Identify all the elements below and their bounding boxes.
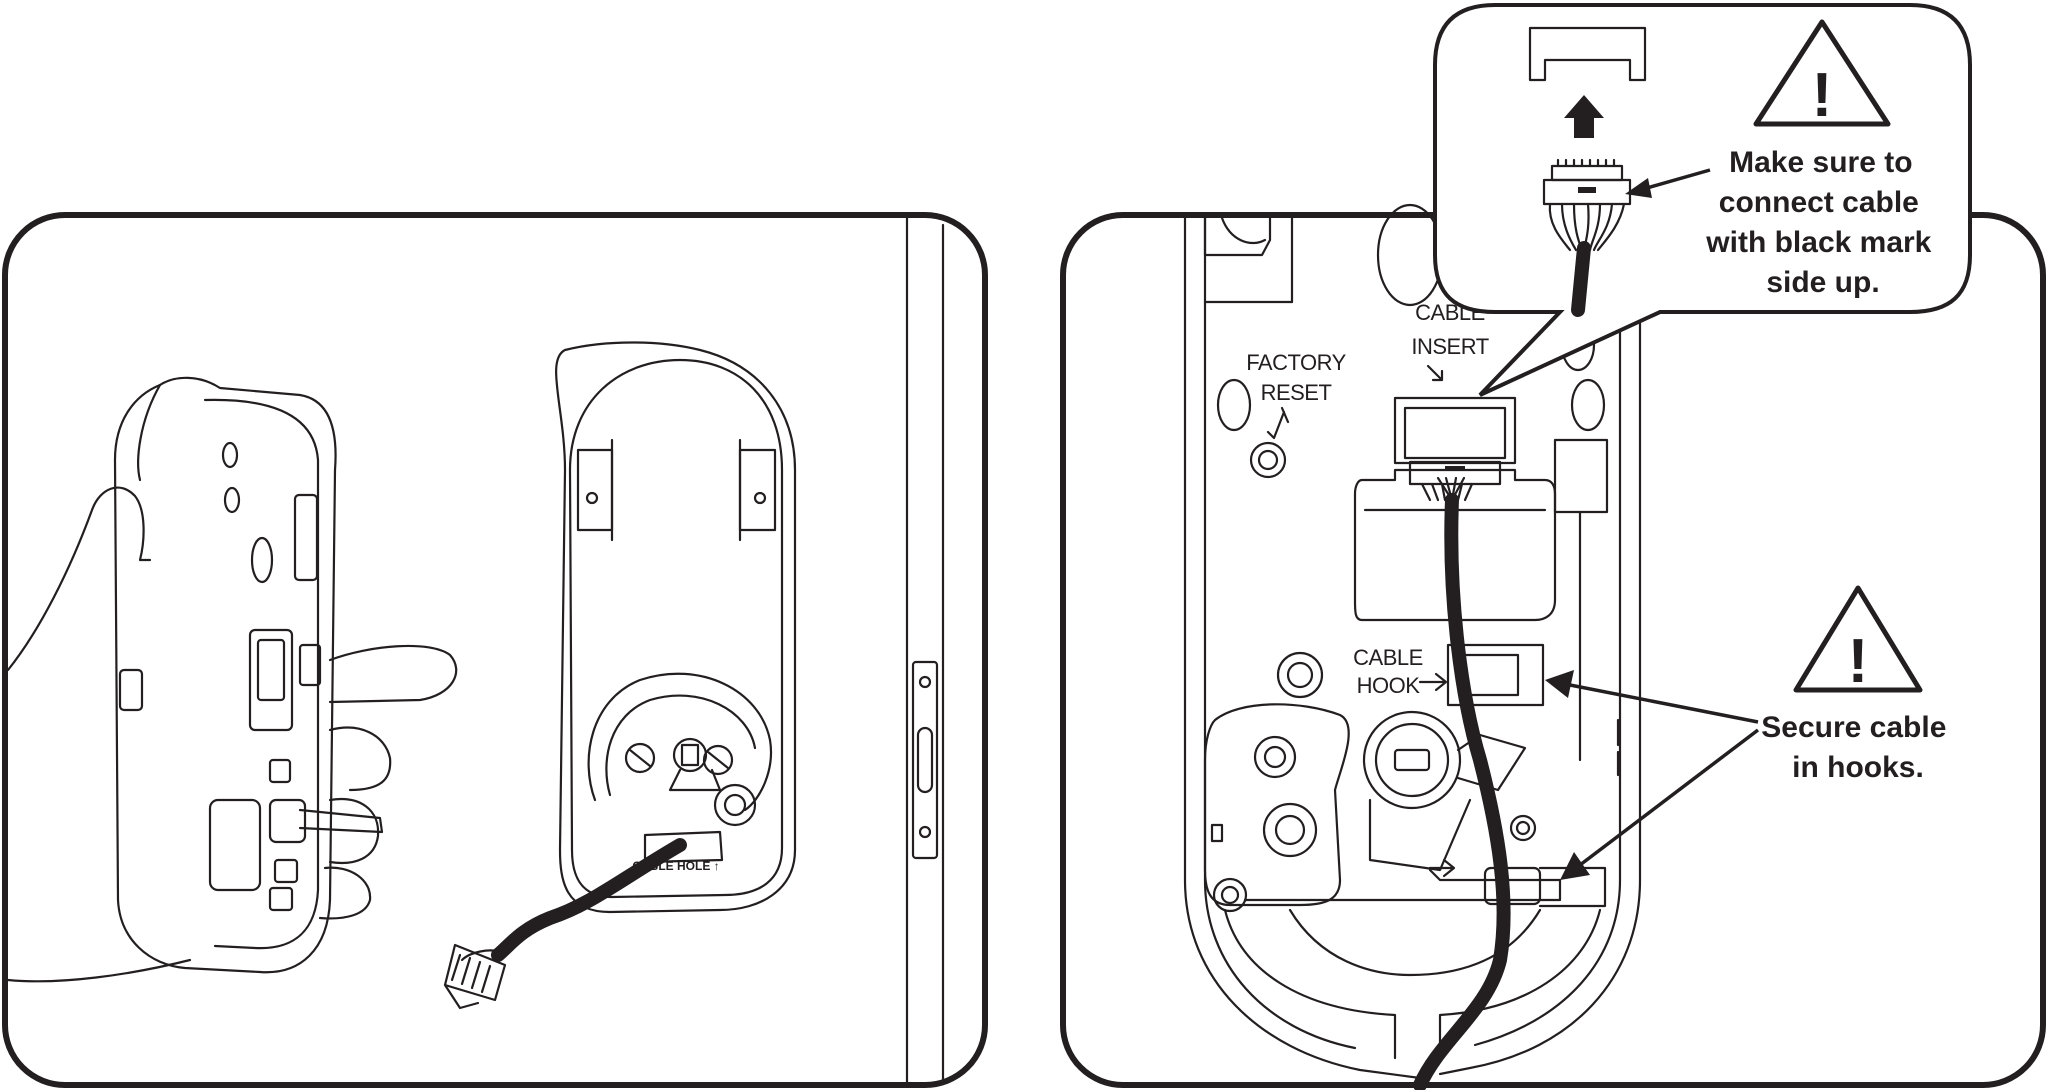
left-panel: CABLE HOLE ↑: [2, 212, 988, 1088]
connect-callout-text: Make sure to connect cable with black ma…: [1705, 146, 1939, 299]
connect-line-3: with black mark: [1705, 226, 1931, 259]
cable-hook-top: [1446, 643, 1545, 707]
up-arrow-icon: [1564, 95, 1604, 138]
interior-lock-body: [113, 376, 384, 974]
warning-icon-top: [1753, 19, 1891, 127]
cable-left: [443, 838, 687, 1010]
hook-arrow-bottom-icon: [1560, 852, 1590, 880]
cable-hook-label-line1: CABLE: [1353, 645, 1423, 670]
door-edge: [905, 216, 945, 1084]
strike-plate: [911, 660, 939, 860]
connector-left: [443, 943, 507, 1010]
connect-line-1: Make sure to: [1729, 146, 1912, 179]
factory-reset-label-line1: FACTORY: [1246, 350, 1346, 375]
connector-callout: ! Make sure to connect cable with black …: [1433, 3, 1972, 397]
warning-icon-bottom: [1793, 585, 1923, 693]
factory-reset-button: [1249, 441, 1287, 479]
socket-cover: [1528, 26, 1647, 82]
cable-hook-bottom: [1483, 866, 1542, 906]
connect-line-2: connect cable: [1719, 186, 1919, 219]
secure-callout: ! Secure cable in hooks.: [1545, 585, 1954, 880]
cable-insert-label-line2: INSERT: [1411, 334, 1488, 359]
left-panel-frame: [2, 212, 988, 1088]
warning-mark-bottom: !: [1848, 627, 1869, 696]
secure-line-2: in hooks.: [1792, 751, 1924, 784]
cable-hook-label-line2: HOOK: [1357, 673, 1421, 698]
right-panel: FACTORY RESET CABLE INSERT CABLE HOOK: [1060, 3, 2046, 1090]
factory-reset-label-line2: RESET: [1261, 380, 1332, 405]
warning-mark-top: !: [1812, 61, 1833, 130]
hand: [6, 486, 458, 983]
connect-line-4: side up.: [1766, 266, 1879, 299]
cable-right: [1413, 493, 1511, 1090]
secure-line-1: Secure cable: [1761, 711, 1946, 744]
lock-housing: FACTORY RESET CABLE INSERT CABLE HOOK: [1183, 203, 1642, 1080]
secure-callout-text: Secure cable in hooks.: [1761, 711, 1954, 784]
hook-arrow-top-icon: [1545, 670, 1574, 698]
callout-arrow-icon: [1625, 178, 1652, 198]
